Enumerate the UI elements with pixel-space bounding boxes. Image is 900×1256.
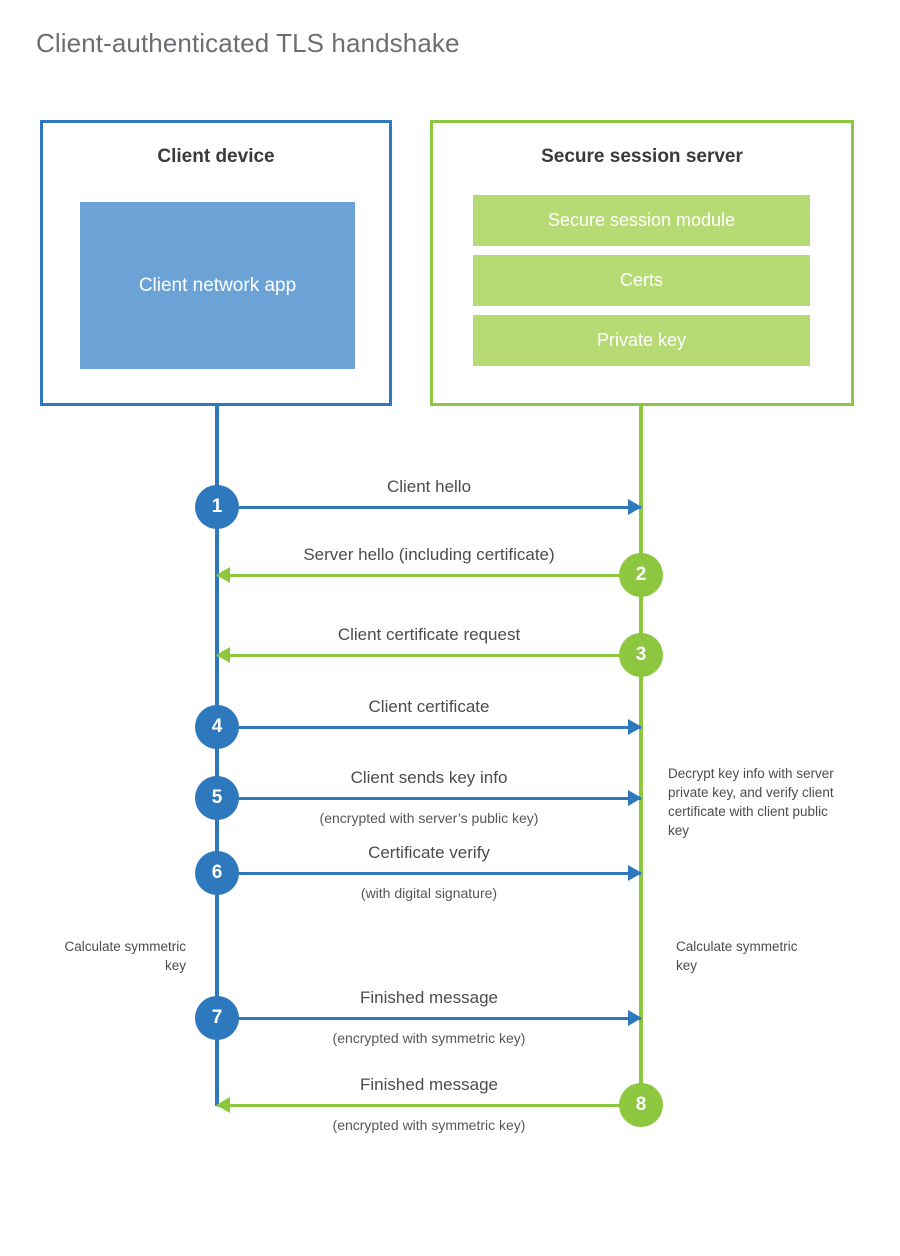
message-label-8: Finished message (360, 1075, 498, 1094)
arrow-head-right-icon (628, 790, 642, 806)
arrow-head-right-icon (628, 719, 642, 735)
arrow-shaft (217, 1104, 641, 1107)
page-title: Client-authenticated TLS handshake (36, 28, 460, 58)
message-label-6: Certificate verify (368, 843, 490, 862)
client-lifeline (215, 403, 219, 1106)
server-component-list: Secure session module Certs Private key (473, 195, 810, 375)
server-component-certs: Certs (473, 255, 810, 306)
message-label-1: Client hello (386, 477, 472, 496)
arrow-head-right-icon (628, 499, 642, 515)
annotation-server-decrypt: Decrypt key info with server private key… (668, 766, 834, 839)
arrow-shaft (217, 574, 641, 577)
secure-session-server-box: Secure session server Secure session mod… (430, 120, 854, 406)
step-circle-6: 6 (195, 851, 239, 895)
step-circle-2: 2 (619, 553, 663, 597)
message-label-2: Server hello (including certificate) (303, 545, 555, 564)
step-circle-3: 3 (619, 633, 663, 677)
arrow-head-right-icon (628, 865, 642, 881)
arrow-shaft (217, 872, 641, 875)
server-component-private-key: Private key (473, 315, 810, 366)
message-sublabel-8: (encrypted with symmetric key) (332, 1117, 526, 1133)
message-sublabel-7: (encrypted with symmetric key) (332, 1030, 526, 1046)
arrow-head-right-icon (628, 1010, 642, 1026)
message-label-4: Client certificate (368, 697, 490, 716)
arrow-shaft (217, 654, 641, 657)
step-circle-4: 4 (195, 705, 239, 749)
server-lifeline (639, 403, 643, 1106)
arrow-head-left-icon (216, 647, 230, 663)
client-device-title: Client device (157, 146, 275, 167)
message-sublabel-5: (encrypted with server’s public key) (319, 810, 539, 826)
secure-session-server-title: Secure session server (541, 146, 743, 167)
arrow-shaft (217, 506, 641, 509)
arrow-shaft (217, 797, 641, 800)
arrow-shaft (217, 1017, 641, 1020)
step-circle-8: 8 (619, 1083, 663, 1127)
arrow-head-left-icon (216, 1097, 230, 1113)
client-device-box: Client device Client network app (40, 120, 392, 406)
arrow-shaft (217, 726, 641, 729)
step-circle-5: 5 (195, 776, 239, 820)
annotation-client-calculate-symmetric-key: Calculate symmetric key (64, 939, 186, 974)
step-circle-7: 7 (195, 996, 239, 1040)
server-component-secure-session-module: Secure session module (473, 195, 810, 246)
message-label-5: Client sends key info (350, 768, 508, 787)
arrow-head-left-icon (216, 567, 230, 583)
message-sublabel-6: (with digital signature) (360, 885, 498, 901)
step-circle-1: 1 (195, 485, 239, 529)
client-network-app-block: Client network app (80, 202, 355, 369)
message-label-3: Client certificate request (337, 625, 521, 644)
annotation-server-calculate-symmetric-key: Calculate symmetric key (676, 939, 798, 974)
message-label-7: Finished message (360, 988, 498, 1007)
